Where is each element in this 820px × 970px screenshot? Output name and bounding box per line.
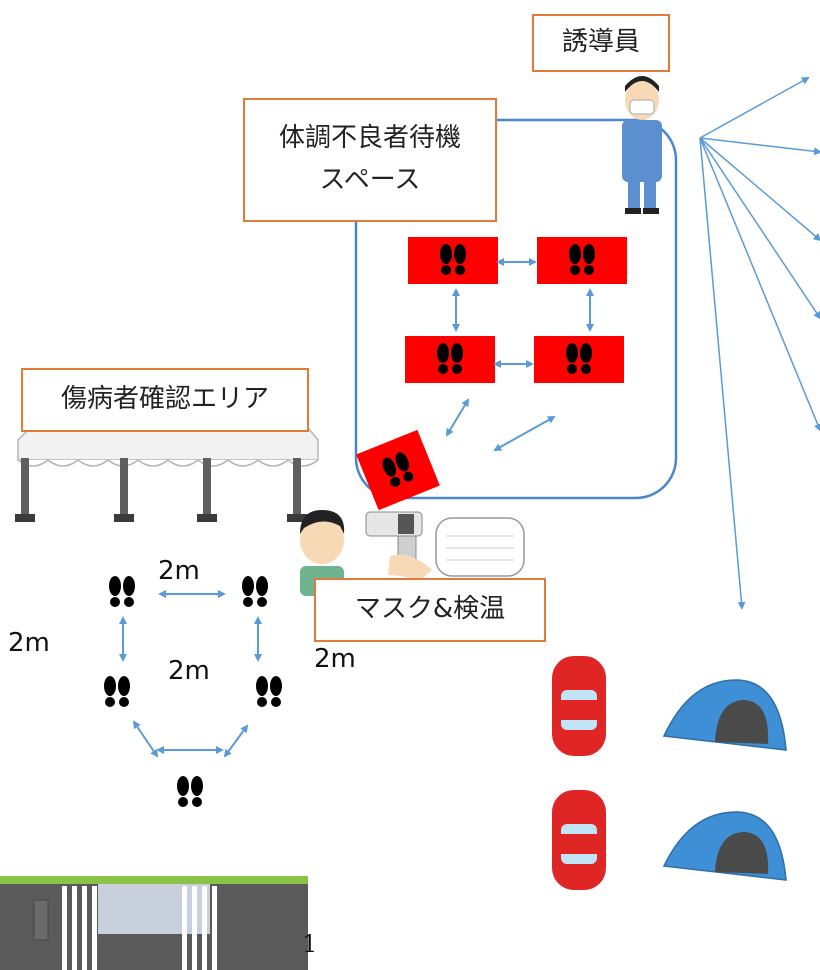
red-mat: [537, 237, 627, 284]
page-number: 1: [302, 930, 318, 958]
car-icon: [552, 656, 606, 756]
guide-direction-arrows: [699, 77, 820, 610]
mask-temp-label: マスク&検温: [314, 578, 546, 642]
guide-label: 誘導員: [532, 14, 670, 72]
distance-label: 2m: [8, 628, 50, 658]
mask-icon: [435, 517, 525, 577]
dome-tent-icon: [662, 811, 787, 881]
footprints-icon: [177, 776, 203, 807]
sick-wait-label: 体調不良者待機 スペース: [243, 98, 497, 222]
red-mat: [405, 336, 495, 383]
car-icon: [552, 790, 606, 890]
distance-label: 2m: [168, 656, 210, 686]
footprints-icon: [256, 676, 282, 707]
dome-tent-icon: [662, 679, 787, 751]
sick-wait-label-line1: 体調不良者待機: [278, 123, 461, 154]
red-mat: [534, 336, 624, 383]
spacing-arrows-sick-area: [445, 258, 594, 451]
spacing-arrows-queue: [119, 590, 262, 758]
distance-label: 2m: [314, 644, 356, 674]
tent-canopy-icon: [15, 417, 319, 522]
red-mat: [408, 237, 498, 284]
footprints-icon: [242, 576, 268, 607]
mask-temp-label-text: マスク&検温: [354, 594, 506, 625]
injury-area-label-text: 傷病者確認エリア: [60, 384, 269, 415]
sick-wait-area-outline: [354, 118, 678, 500]
footprints-icon: [109, 576, 135, 607]
sick-wait-label-line2: スペース: [319, 165, 421, 195]
gate-icon: [0, 876, 308, 970]
injury-area-label: 傷病者確認エリア: [21, 368, 309, 432]
guide-label-text: 誘導員: [561, 27, 640, 58]
guide-person-icon: [622, 76, 662, 214]
distance-label: 2m: [158, 556, 200, 586]
footprints-icon: [104, 676, 130, 707]
thermometer-gun-icon: [365, 511, 432, 580]
red-mat-tilted: [356, 429, 440, 511]
